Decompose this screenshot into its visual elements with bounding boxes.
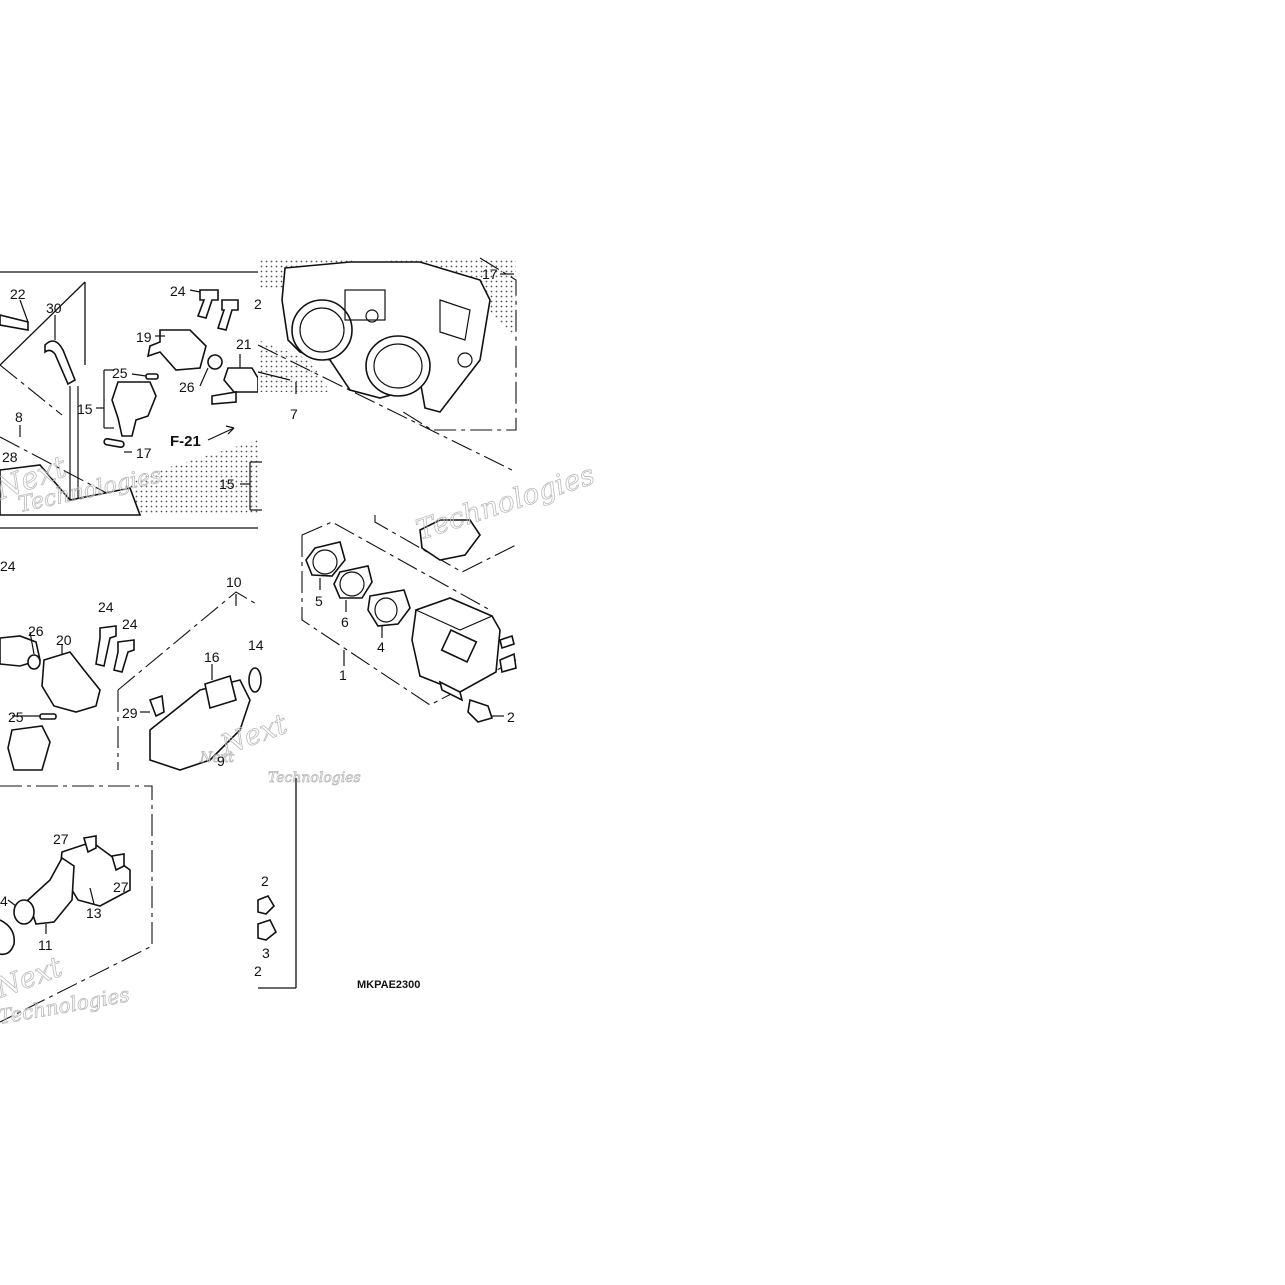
sensor-11	[27, 856, 75, 925]
callout-20: 20	[56, 632, 72, 648]
panel-bottom-left	[0, 785, 153, 1023]
callout-2: 2	[254, 296, 262, 312]
panel-top-right	[240, 257, 517, 515]
callout-11: 11	[38, 937, 53, 953]
joint-pipe	[0, 314, 29, 331]
callout-21: 21	[236, 336, 252, 352]
callout-14: 14	[248, 637, 264, 653]
bolt-24-pair	[196, 289, 239, 331]
callout-9: 9	[217, 753, 225, 769]
gasket-fragment	[419, 519, 481, 561]
callout-6: 6	[341, 614, 349, 630]
injector-15a	[111, 381, 157, 437]
panel-bottom-center	[257, 778, 297, 989]
o-ring-4b	[0, 919, 16, 956]
injector-15b	[7, 725, 51, 771]
callout-17: 17	[136, 445, 152, 461]
callout-26: 26	[28, 623, 44, 639]
callout-28: 28	[2, 449, 18, 465]
bolt-24d	[113, 639, 135, 673]
callout-13: 13	[86, 905, 102, 921]
bolt-24c	[95, 625, 117, 667]
breather-tube	[44, 340, 77, 386]
callout-4: 4	[377, 639, 385, 655]
throttle-body-7	[281, 261, 491, 413]
o-ring-26a	[207, 354, 223, 370]
joint-19	[146, 329, 207, 371]
callout-22: 22	[10, 286, 26, 302]
callout-3: 3	[262, 945, 270, 961]
callout-15: 15	[219, 476, 235, 492]
body-fragment-28	[0, 464, 142, 516]
callout-2: 2	[254, 963, 262, 979]
joint-16	[204, 674, 237, 710]
diagram-code: MKPAE2300	[357, 979, 420, 991]
gasket-5	[305, 541, 346, 577]
callout-30: 30	[46, 300, 62, 316]
panel-middle-left	[0, 527, 262, 771]
callout-8: 8	[15, 409, 23, 425]
watermark-text: Technologies	[268, 770, 361, 786]
callout-27: 27	[113, 879, 129, 895]
callout-25: 25	[8, 709, 24, 725]
callout-24: 24	[98, 599, 114, 615]
sensor-box-1	[411, 597, 501, 702]
callout-2: 2	[507, 709, 515, 725]
callout-26: 26	[179, 379, 195, 395]
callout-24: 24	[122, 616, 138, 632]
callout-27: 27	[53, 831, 69, 847]
callout-7: 7	[290, 406, 298, 422]
screw-29	[148, 694, 165, 718]
screw-27b	[110, 853, 125, 872]
callout-15: 15	[77, 401, 93, 417]
callout-24: 24	[0, 558, 16, 574]
callout-1: 1	[339, 667, 347, 683]
screw-2b	[467, 698, 494, 723]
callout-16: 16	[204, 649, 220, 665]
callout-25: 25	[112, 365, 128, 381]
callout-29: 29	[122, 705, 138, 721]
callout-17: 17	[482, 266, 498, 282]
screw-27a	[82, 835, 97, 854]
screw-2c	[257, 895, 276, 915]
watermark-text: Next	[199, 750, 234, 766]
panel-sensor-unit	[301, 515, 517, 723]
callout-2: 2	[261, 873, 269, 889]
callout-4: 4	[0, 893, 8, 909]
callout-24: 24	[170, 283, 186, 299]
callout-10: 10	[226, 574, 242, 590]
screw-3	[257, 919, 278, 941]
reference-label: F-21	[170, 433, 201, 450]
gasket-4	[367, 589, 411, 627]
panel-top-left	[0, 271, 259, 516]
callout-19: 19	[136, 329, 152, 345]
joint-20	[41, 651, 101, 713]
callout-5: 5	[315, 593, 323, 609]
